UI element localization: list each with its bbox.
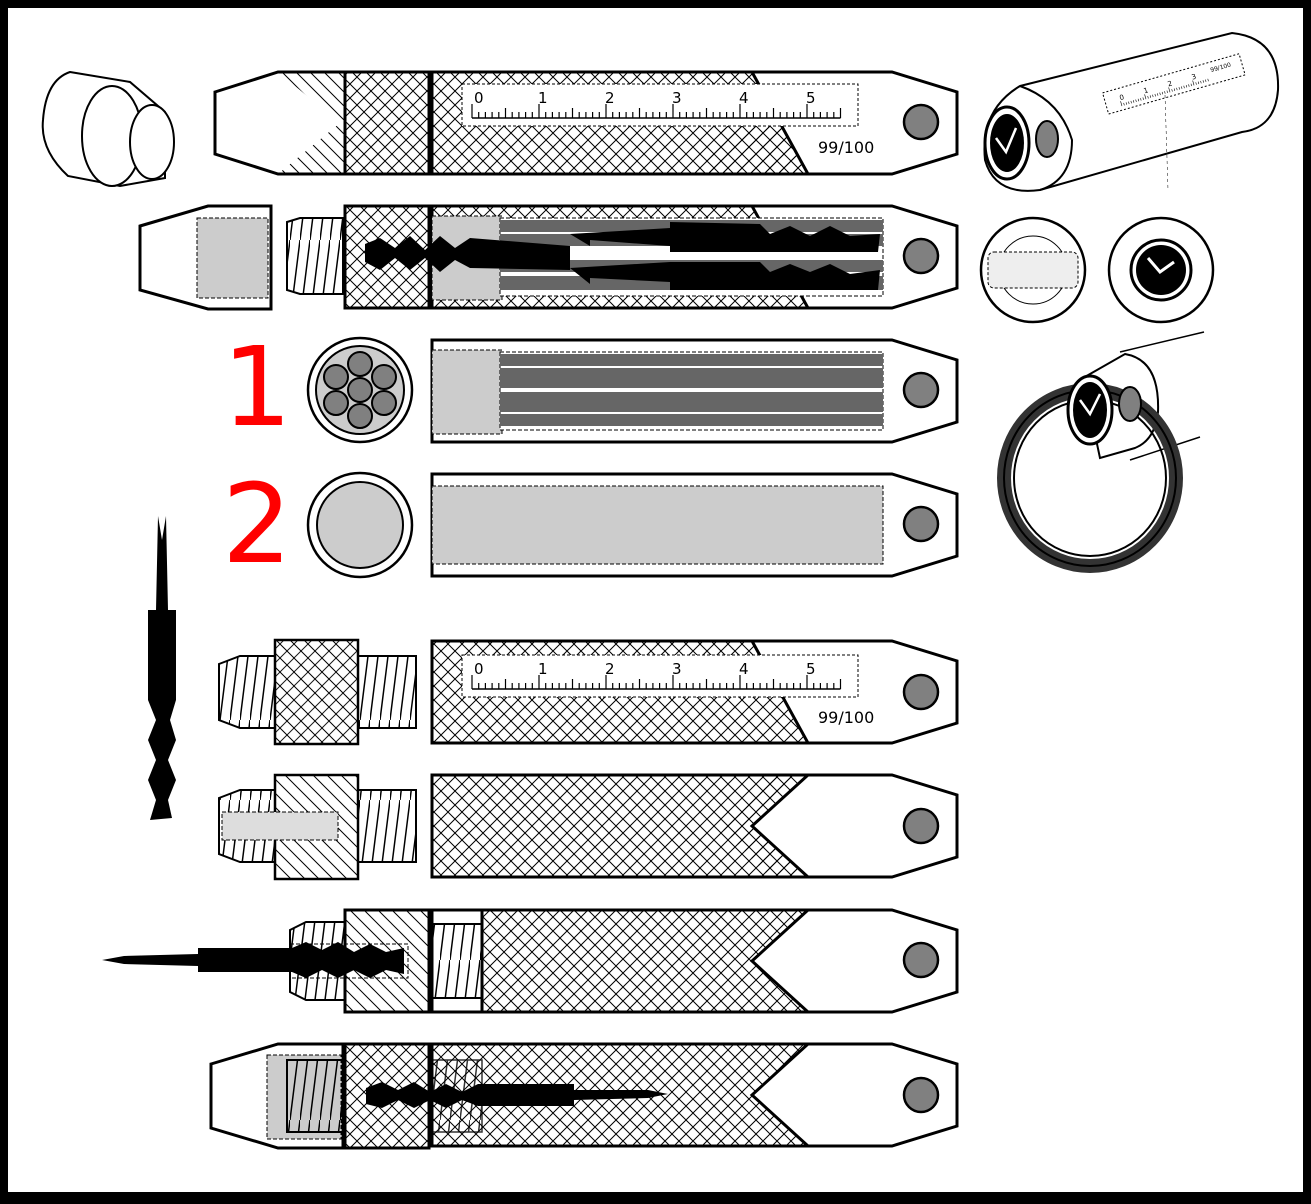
mini-ruler-tick xyxy=(1202,80,1204,83)
mini-ruler-tick xyxy=(1132,100,1135,103)
ruler-mark-0: 0 xyxy=(474,89,484,107)
mini-ruler-tick xyxy=(1200,80,1202,84)
lanyard-hole xyxy=(902,941,940,979)
screw-icon xyxy=(102,942,409,979)
mini-ruler-tick xyxy=(1195,82,1197,85)
mini-ruler-tick xyxy=(1192,80,1195,86)
tool-row-7 xyxy=(102,908,959,1014)
mini-ruler-tick xyxy=(1142,97,1144,100)
mini-ruler-tick xyxy=(1144,94,1147,100)
tool-row-4: 2 xyxy=(222,460,959,588)
watch-icon xyxy=(983,105,1031,181)
mini-ruler-tick xyxy=(1161,91,1164,95)
tool-row-6 xyxy=(218,773,959,881)
ruler-mark-5: 5 xyxy=(806,89,816,107)
mini-mark-1: 1 xyxy=(1143,86,1150,95)
ruler-mark-4: 4 xyxy=(739,89,749,107)
screw-icon xyxy=(366,1082,668,1108)
ruler-top: 0 1 2 3 4 5 xyxy=(461,83,859,127)
lanyard-hole xyxy=(902,505,940,543)
lanyard-hole xyxy=(902,237,940,275)
ruler-mark-2: 2 xyxy=(605,660,615,678)
mini-ruler-tick xyxy=(1173,88,1176,91)
mini-ruler-tick xyxy=(1176,87,1178,91)
mini-ruler-tick xyxy=(1188,84,1190,87)
mini-ruler-tick xyxy=(1147,95,1149,99)
lanyard-hole xyxy=(902,1076,940,1114)
mini-ruler-tick xyxy=(1125,102,1128,105)
end-cap xyxy=(41,70,175,188)
mini-ruler-tick xyxy=(1166,90,1168,94)
mini-mark-0: 0 xyxy=(1119,93,1126,102)
cylinder-view: 0 1 2 3 99/100 xyxy=(983,31,1280,192)
tool-row-8 xyxy=(209,1042,959,1150)
mini-ruler-tick xyxy=(1185,84,1188,88)
ruler-mark-3: 3 xyxy=(672,89,682,107)
mini-ruler-tick xyxy=(1128,101,1130,105)
tool-row-5: 0 1 2 3 4 5 99/100 xyxy=(218,638,959,746)
cross-section-cap xyxy=(979,216,1087,324)
ruler-mark-4: 4 xyxy=(739,660,749,678)
mini-mark-3: 3 xyxy=(1191,73,1198,82)
mini-ruler-tick xyxy=(1120,101,1123,107)
mini-mark-2: 2 xyxy=(1167,80,1174,89)
mini-ruler-tick xyxy=(1168,87,1171,93)
mini-ruler-tick xyxy=(1205,79,1207,83)
ruler-mark-1: 1 xyxy=(538,660,548,678)
blade-icon xyxy=(365,222,880,290)
mini-ruler-tick xyxy=(1181,86,1183,89)
mini-ruler-tick xyxy=(1164,91,1166,94)
mini-ruler-tick xyxy=(1140,98,1142,101)
ruler-mark-5: 5 xyxy=(806,660,816,678)
tool-row-1: 0 1 2 3 4 5 99/100 xyxy=(41,70,959,188)
mini-ruler-tick xyxy=(1149,95,1152,98)
lanyard-hole xyxy=(902,807,940,845)
tool-row-2 xyxy=(138,204,959,311)
mini-ruler-tick xyxy=(1197,81,1200,85)
bracelet-icon xyxy=(997,331,1205,573)
ruler-mark-3: 3 xyxy=(672,660,682,678)
mini-ruler-tick xyxy=(1159,92,1161,96)
lanyard-hole xyxy=(902,371,940,409)
cross-section-watch xyxy=(1107,216,1215,324)
mini-ruler-tick xyxy=(1171,89,1173,92)
background xyxy=(8,8,1303,1192)
ruler-mark-2: 2 xyxy=(605,89,615,107)
mini-ruler-tick xyxy=(1207,78,1209,82)
precision-label-lower: 99/100 xyxy=(818,708,874,727)
mini-ruler-tick xyxy=(1157,93,1159,96)
lanyard-hole xyxy=(902,673,940,711)
ruler-mark-1: 1 xyxy=(538,89,548,107)
mini-ruler-tick xyxy=(1130,100,1132,104)
mini-ruler-tick xyxy=(1123,102,1125,106)
mini-ruler-tick xyxy=(1154,93,1156,97)
precision-label-top: 99/100 xyxy=(818,138,874,157)
mini-ruler-tick xyxy=(1135,99,1137,103)
variant-label-2: 2 xyxy=(222,460,292,588)
lanyard-hole xyxy=(902,103,940,141)
mini-ruler-tick xyxy=(1190,83,1192,87)
tool-row-3: 1 xyxy=(222,323,959,451)
mini-ruler-tick xyxy=(1183,85,1185,89)
mini-ruler-tick xyxy=(1178,87,1180,90)
variant-label-1: 1 xyxy=(222,323,292,451)
mini-ruler-tick xyxy=(1152,94,1154,98)
mini-ruler-tick xyxy=(1137,98,1140,102)
blade-icon xyxy=(148,516,176,820)
ruler-lower: 0 1 2 3 4 5 xyxy=(461,654,859,698)
ruler-mark-0: 0 xyxy=(474,660,484,678)
